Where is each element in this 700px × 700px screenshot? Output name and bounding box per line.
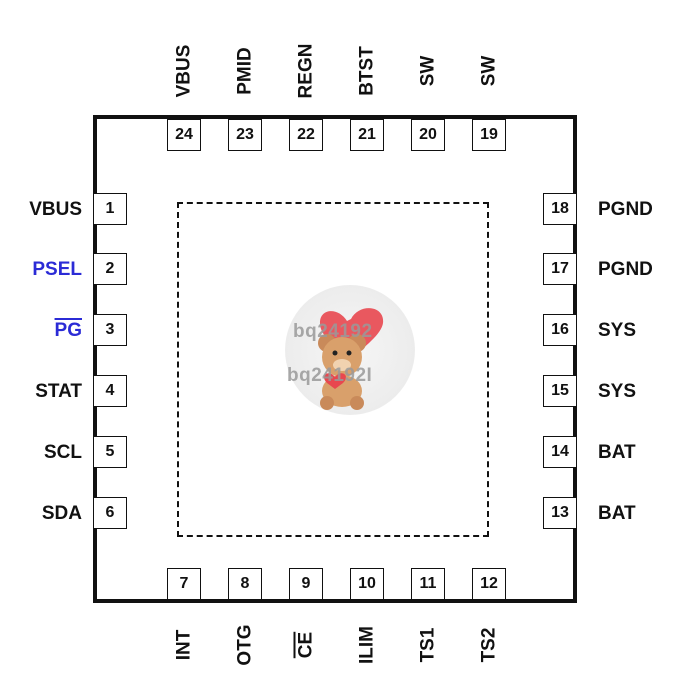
- pin-box-19: 19: [472, 119, 506, 151]
- pin-label-text-21: BTST: [356, 46, 378, 96]
- pin-box-7: 7: [167, 568, 201, 600]
- pin-box-11: 11: [411, 568, 445, 600]
- pin-label-text-12: TS2: [478, 627, 500, 663]
- pin-box-10: 10: [350, 568, 384, 600]
- pin-box-22: 22: [289, 119, 323, 151]
- pin-label-12: TS2: [472, 610, 506, 680]
- pin-label-text-7: INT: [173, 629, 195, 661]
- pin-label-text-9: CE: [295, 631, 317, 659]
- watermark-text-2: bq24192I: [287, 365, 373, 386]
- pin-label-10: ILIM: [350, 610, 384, 680]
- pin-box-23: 23: [228, 119, 262, 151]
- pin-box-3: 3: [93, 314, 127, 346]
- pin-box-8: 8: [228, 568, 262, 600]
- teddy-bear-heart-icon: [318, 308, 384, 410]
- pin-label-text-10: ILIM: [356, 626, 378, 664]
- pin-label-8: OTG: [228, 610, 262, 680]
- pin-box-14: 14: [543, 436, 577, 468]
- pin-box-1: 1: [93, 193, 127, 225]
- pin-label-17: PGND: [598, 259, 653, 280]
- pin-label-text-11: TS1: [417, 627, 439, 663]
- pin-label-6: SDA: [41, 503, 82, 524]
- pin-box-6: 6: [93, 497, 127, 529]
- pin-box-9: 9: [289, 568, 323, 600]
- pin-label-1: VBUS: [29, 199, 82, 220]
- pin-box-12: 12: [472, 568, 506, 600]
- pin-label-text-22: REGN: [295, 43, 317, 99]
- pin-box-24: 24: [167, 119, 201, 151]
- thermal-pad-outline: [177, 202, 489, 537]
- pin-box-15: 15: [543, 375, 577, 407]
- pin-label-14: BAT: [598, 442, 636, 463]
- pin-label-22: REGN: [289, 36, 323, 106]
- pin-label-15: SYS: [598, 381, 637, 402]
- pin-box-21: 21: [350, 119, 384, 151]
- pin-label-21: BTST: [350, 36, 384, 106]
- pin-label-16: SYS: [598, 320, 637, 341]
- pin-box-4: 4: [93, 375, 127, 407]
- pin-label-4: STAT: [35, 381, 82, 402]
- pin-label-text-8: OTG: [234, 624, 256, 666]
- watermark-text-1: bq24192: [293, 321, 373, 342]
- pin-label-18: PGND: [598, 199, 653, 220]
- pin-box-13: 13: [543, 497, 577, 529]
- pin-label-text-24: VBUS: [173, 44, 195, 98]
- pin-label-text-3: PG: [54, 320, 82, 341]
- pin-label-text-20: SW: [417, 55, 439, 87]
- pin-label-13: BAT: [598, 503, 636, 524]
- pin-box-18: 18: [543, 193, 577, 225]
- pin-box-2: 2: [93, 253, 127, 285]
- pin-label-9: CE: [289, 610, 323, 680]
- watermark-logo: bq24192 bq24192I: [285, 285, 415, 415]
- pin-label-3: PG: [0, 321, 82, 340]
- pin-label-19: SW: [472, 36, 506, 106]
- pin-box-5: 5: [93, 436, 127, 468]
- pin-label-text-23: PMID: [234, 47, 256, 95]
- pin-label-20: SW: [411, 36, 445, 106]
- pin-label-23: PMID: [228, 36, 262, 106]
- pin-box-16: 16: [543, 314, 577, 346]
- pin-label-11: TS1: [411, 610, 445, 680]
- pin-box-17: 17: [543, 253, 577, 285]
- pin-label-text-19: SW: [478, 55, 500, 87]
- pin-box-20: 20: [411, 119, 445, 151]
- pin-label-5: SCL: [44, 442, 82, 463]
- pin-label-2: PSEL: [32, 259, 82, 280]
- pin-label-7: INT: [167, 610, 201, 680]
- pin-label-24: VBUS: [167, 36, 201, 106]
